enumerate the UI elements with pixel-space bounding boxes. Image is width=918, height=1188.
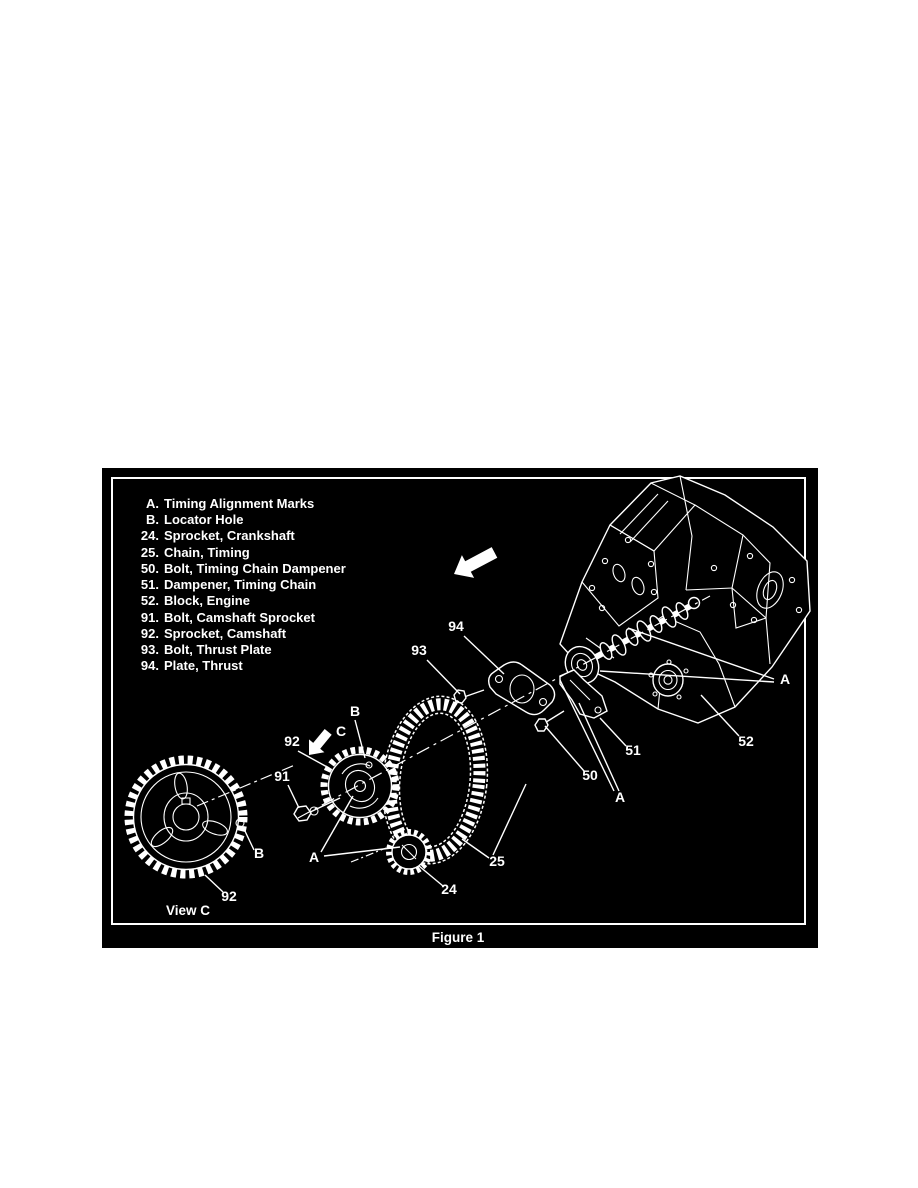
callout-a-left: A <box>309 849 319 865</box>
viewc-axis-line <box>196 764 296 807</box>
legend-label: Bolt, Camshaft Sprocket <box>164 610 316 625</box>
camshaft-sprocket <box>320 746 400 826</box>
dampener-bolt <box>534 710 565 732</box>
legend-label: Bolt, Thrust Plate <box>164 642 272 657</box>
legend-label: Bolt, Timing Chain Dampener <box>164 561 346 576</box>
crankshaft-snout <box>648 659 689 700</box>
legend-key: 24. <box>141 528 159 543</box>
legend-label: Timing Alignment Marks <box>164 496 314 511</box>
callout-94: 94 <box>448 618 464 634</box>
callout-91: 91 <box>274 768 290 784</box>
callout-24: 24 <box>441 881 457 897</box>
legend: A. Timing Alignment Marks B. Locator Hol… <box>141 496 346 673</box>
legend-label: Dampener, Timing Chain <box>164 577 316 592</box>
legend-key: 92. <box>141 626 159 641</box>
legend-label: Block, Engine <box>164 593 250 608</box>
legend-label: Chain, Timing <box>164 545 250 560</box>
callout-b-view: B <box>254 845 264 861</box>
legend-label: Locator Hole <box>164 512 243 527</box>
figure-caption: Figure 1 <box>432 930 485 945</box>
figure-border <box>111 477 806 925</box>
callout-93: 93 <box>411 642 427 658</box>
legend-key: 50. <box>141 561 159 576</box>
callout-a-mid: A <box>615 789 625 805</box>
callout-92-view: 92 <box>221 888 237 904</box>
callout-25: 25 <box>489 853 505 869</box>
engine-block-drawing <box>559 475 811 724</box>
callout-c: C <box>336 723 346 739</box>
view-c-arrow <box>309 729 332 755</box>
front-direction-arrow <box>454 547 498 578</box>
figure-canvas: A. Timing Alignment Marks B. Locator Hol… <box>111 475 811 945</box>
callout-51: 51 <box>625 742 641 758</box>
thrust-plate-bolt <box>453 689 485 704</box>
legend-key: A. <box>146 496 159 511</box>
legend-key: 94. <box>141 658 159 673</box>
leader-lines <box>204 627 775 893</box>
camshaft-sprocket-bolt <box>293 797 341 822</box>
crankshaft-sprocket <box>386 829 432 875</box>
figure-1: A. Timing Alignment Marks B. Locator Hol… <box>102 468 818 948</box>
callout-b: B <box>350 703 360 719</box>
legend-label: Sprocket, Crankshaft <box>164 528 295 543</box>
crank-mark-line <box>350 847 387 863</box>
legend-label: Sprocket, Camshaft <box>164 626 287 641</box>
callout-a-right: A <box>780 671 790 687</box>
callout-labels: 94 93 A 52 51 50 A 92 B C 91 A 25 24 B 9… <box>221 618 790 904</box>
locator-hole <box>235 818 245 828</box>
legend-label: Plate, Thrust <box>164 658 243 673</box>
thrust-plate <box>487 661 556 716</box>
callout-92: 92 <box>284 733 300 749</box>
view-c-label: View C <box>166 903 210 918</box>
timing-chain <box>381 695 489 865</box>
legend-key: 25. <box>141 545 159 560</box>
legend-key: B. <box>146 512 159 527</box>
legend-key: 52. <box>141 593 159 608</box>
callout-50: 50 <box>582 767 598 783</box>
legend-key: 51. <box>141 577 159 592</box>
callout-52: 52 <box>738 733 754 749</box>
legend-key: 91. <box>141 610 159 625</box>
camshaft-sprocket-view-c <box>124 755 248 879</box>
legend-key: 93. <box>141 642 159 657</box>
